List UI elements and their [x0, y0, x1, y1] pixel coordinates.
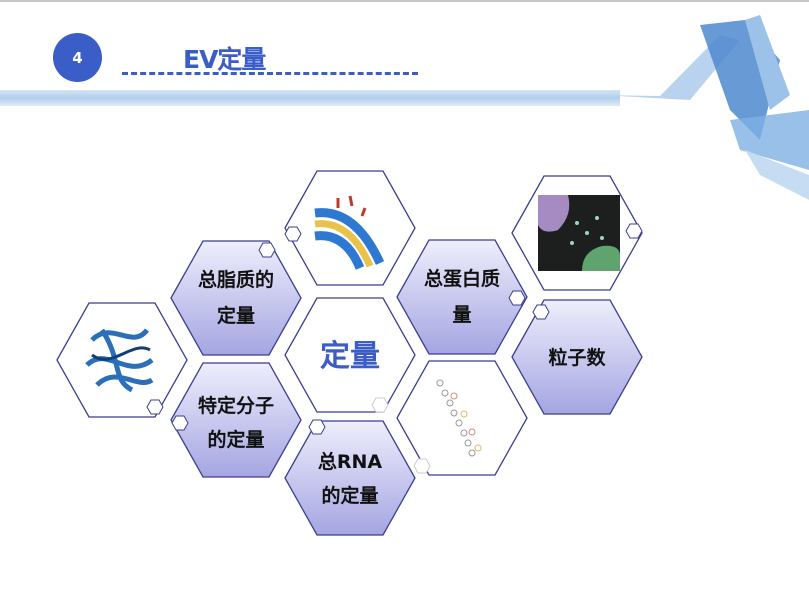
top-border — [0, 0, 809, 2]
hexagon-label-line: 定量 — [217, 304, 255, 327]
center-hexagon: 定量 — [284, 297, 416, 413]
hexagon-label-line: 的定量 — [321, 484, 378, 507]
hexagon-total-rna: 总RNA 的定量 — [284, 419, 416, 536]
center-label: 定量 — [320, 339, 380, 374]
hexagon-label-line: 特定分子 — [198, 394, 274, 417]
rna-image-hexagon — [396, 360, 528, 476]
particles-image-hexagon — [511, 175, 643, 291]
header-band — [0, 90, 620, 106]
hexagon-label-line: 量 — [452, 304, 471, 326]
slide-number-badge: 4 — [53, 33, 102, 82]
hexagon-specific-molecule: 特定分子 的定量 — [170, 362, 302, 478]
hexagon-total-protein: 总蛋白质 量 — [396, 239, 528, 355]
protein-image-hexagon — [56, 302, 188, 418]
ribbon-decoration — [600, 15, 809, 200]
hexagon-label-line: 总RNA — [318, 450, 383, 473]
slide-title: EV定量 — [183, 45, 266, 74]
title-underline — [122, 72, 418, 75]
rna-structure-image — [436, 379, 482, 457]
hexagon-label-line: 粒子数 — [548, 346, 606, 369]
protein-structure-image — [85, 328, 154, 393]
lipid-bilayer-image — [314, 195, 385, 270]
hexagon-particle-count: 粒子数 — [511, 299, 643, 415]
hexagon-label-line: 的定量 — [207, 428, 264, 451]
particles-micrograph-image — [538, 195, 620, 271]
hexagon-label-line: 总蛋白质 — [424, 267, 500, 290]
hexagon-total-lipid: 总脂质的 定量 — [170, 240, 302, 356]
slide-number: 4 — [72, 48, 83, 67]
lipid-image-hexagon — [284, 170, 416, 286]
hexagon-label-line: 总脂质的 — [198, 268, 274, 291]
